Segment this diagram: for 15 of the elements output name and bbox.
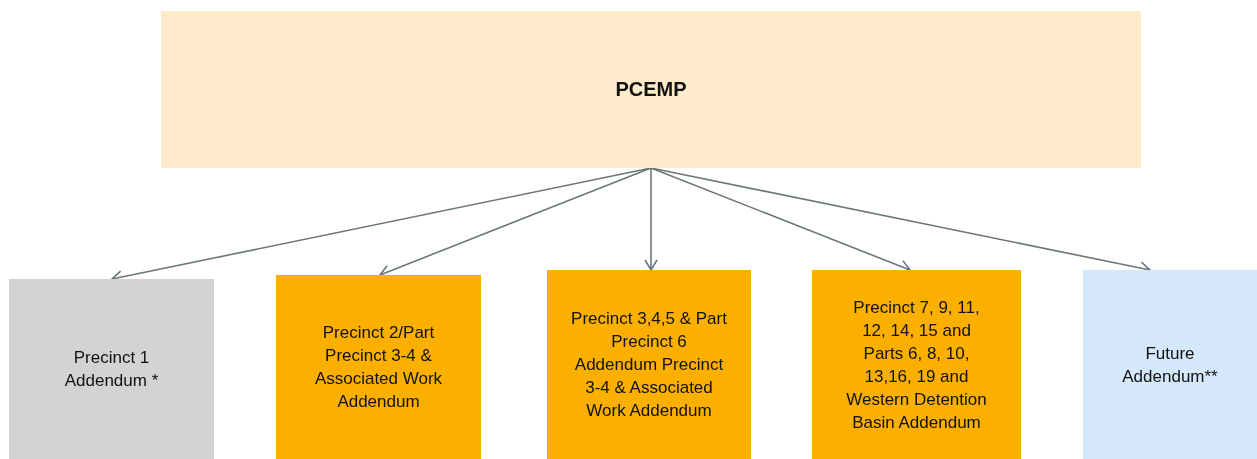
box-label: Future Addendum**	[1121, 342, 1219, 388]
arrow	[650, 167, 911, 273]
addendum-box	[9, 279, 214, 459]
box-label: Precinct 2/Part Precinct 3-4 & Associated Work Addendum	[313, 322, 444, 413]
box-label: Precinct 3,4,5 & Part Precinct 6 Addendum Precinct 3-4 & Associated Work Addendum	[570, 308, 728, 422]
arrow	[644, 167, 658, 271]
addendum-box	[547, 270, 751, 459]
box-label: Precinct 7, 9, 11, 12, 14, 15 and Parts 6, 8, 10, 13,16, 19 and Western Detention Basin Addendum	[846, 296, 987, 434]
title-text: PCEMP	[615, 78, 687, 101]
addendum-box	[276, 275, 481, 459]
box-label: Precinct 1 Addendum *	[63, 347, 160, 392]
arrow	[379, 167, 652, 278]
addendum-box	[812, 270, 1021, 459]
root-box	[161, 11, 1141, 168]
addendum-box	[1083, 270, 1257, 459]
